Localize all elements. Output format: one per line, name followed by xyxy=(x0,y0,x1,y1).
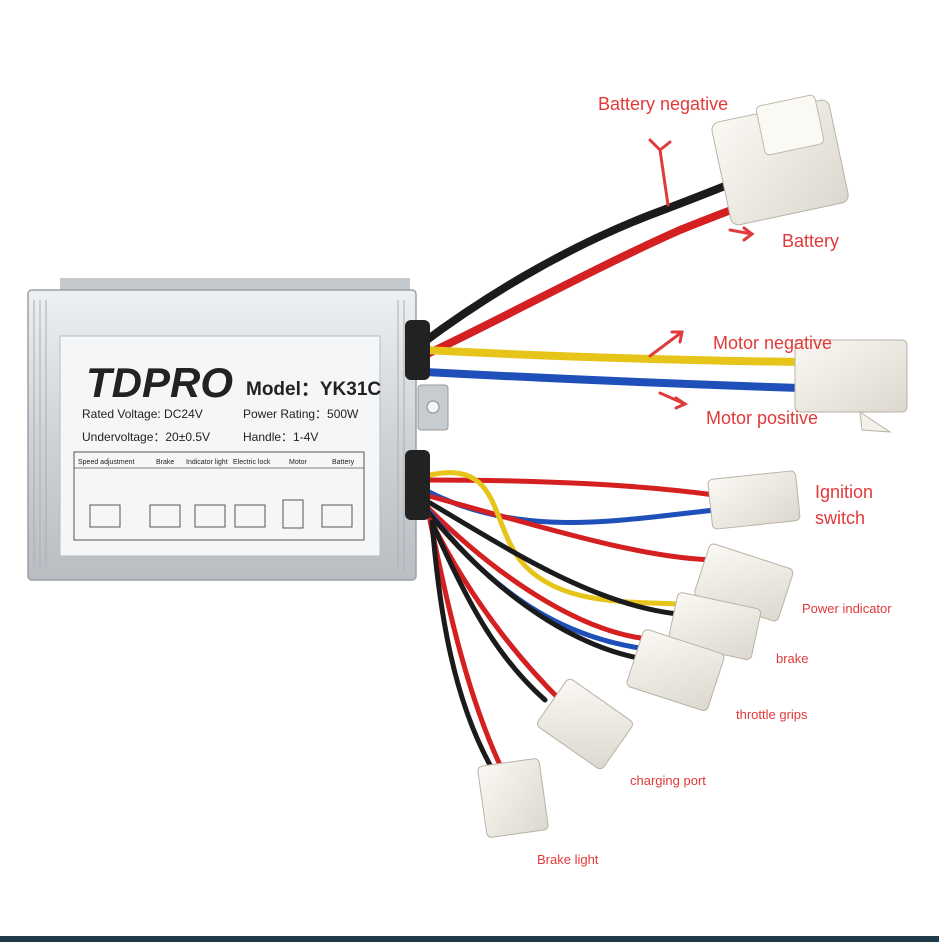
label-brake: brake xyxy=(776,651,809,666)
label-power-indicator: Power indicator xyxy=(802,601,892,616)
undervoltage-text: Undervoltage：20±0.5V xyxy=(82,430,210,444)
label-throttle-grips: throttle grips xyxy=(736,707,808,722)
controller-housing xyxy=(27,278,449,581)
label-motor-positive: Motor positive xyxy=(706,408,819,428)
arrow-head-battery xyxy=(742,226,755,242)
wiring-section-brake: Brake xyxy=(156,459,174,466)
wiring-section-indicator: Indicator light xyxy=(186,459,228,466)
battery-connector xyxy=(711,94,849,226)
arrow-battery xyxy=(728,228,754,236)
wiring-symbols xyxy=(89,499,353,529)
wiring-section-motor: Motor xyxy=(289,459,308,466)
rated-voltage-text: Rated Voltage: DC24V xyxy=(82,407,203,421)
wiring-section-speed: Speed adjustment xyxy=(78,459,134,466)
label-ignition-line2: switch xyxy=(815,508,866,528)
label-brake-light: Brake light xyxy=(537,852,599,867)
controller-label: TDPRO Model：YK31C Rated Voltage: DC24V P… xyxy=(73,359,381,541)
charging-port-connector xyxy=(537,678,633,770)
wiring-section-lock: Electric lock xyxy=(233,459,271,466)
arrow-motor-negative xyxy=(648,330,684,358)
model-text: Model：YK31C xyxy=(246,379,381,400)
label-charging-port: charging port xyxy=(630,773,706,788)
arrow-head-motor-positive xyxy=(674,396,689,410)
motor-connector xyxy=(794,339,908,433)
label-ignition-line1: Ignition xyxy=(815,482,874,502)
power-rating-text: Power Rating：500W xyxy=(243,407,359,421)
arrow-head-motor-negative xyxy=(670,330,684,344)
throttle-connector xyxy=(626,629,725,712)
motor-wires xyxy=(421,346,804,392)
label-battery-negative: Battery negative xyxy=(598,94,729,114)
arrows xyxy=(648,138,755,410)
harness-wires xyxy=(422,470,723,768)
battery-wires xyxy=(416,176,749,359)
bottom-edge-bar xyxy=(0,936,939,942)
handle-text: Handle：1-4V xyxy=(243,430,318,444)
label-motor-negative: Motor negative xyxy=(713,333,833,353)
brand-logo: TDPRO xyxy=(86,359,233,406)
wiring-section-battery: Battery xyxy=(332,459,355,466)
arrow-head-battery-negative xyxy=(648,138,672,152)
arrow-battery-negative xyxy=(658,148,670,207)
label-battery: Battery xyxy=(782,231,840,251)
ignition-connector xyxy=(707,470,801,530)
brake-light-connector xyxy=(477,758,549,838)
